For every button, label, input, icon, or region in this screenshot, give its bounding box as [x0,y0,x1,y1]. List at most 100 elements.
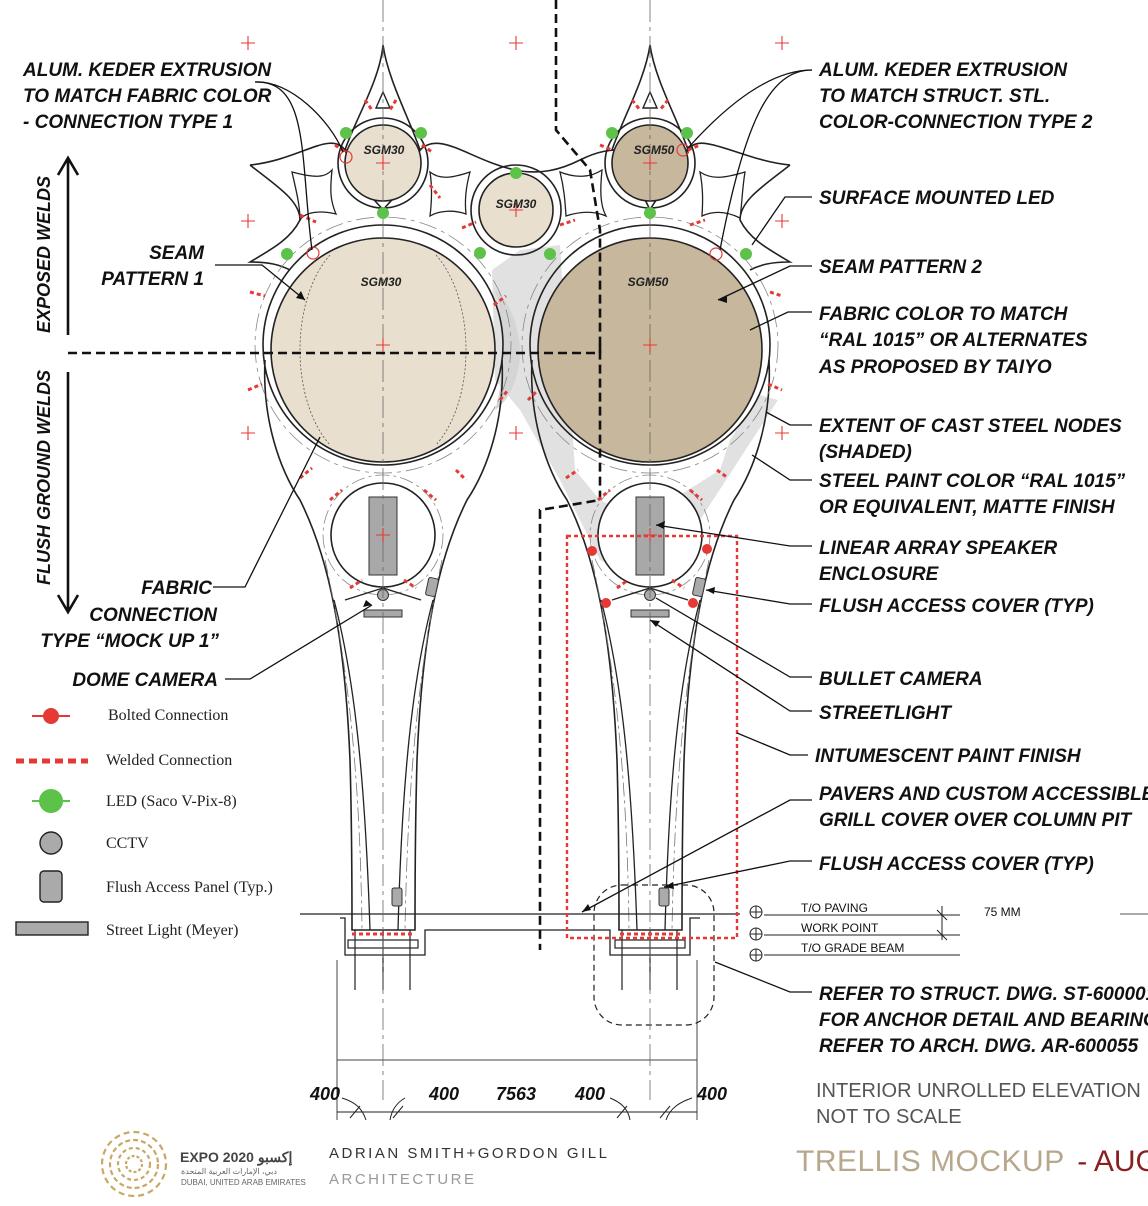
callout-paint-line2: OR EQUIVALENT, MATTE FINISH [819,497,1116,518]
dimension-5: 400 [696,1084,727,1104]
bolted-connections [587,544,712,608]
diamond-opening-left [291,168,338,223]
diamond-opening-mid-right [559,168,608,218]
note-scale: NOT TO SCALE [816,1106,962,1128]
crosshair-marks [241,36,789,542]
expo-sub-arabic: دبي، الإمارات العربية المتحدة [181,1167,277,1176]
column-left-dash-a [324,559,363,931]
arrow-up [56,155,80,335]
legend-led-icon [32,789,70,813]
callout-keder-1-line3: - CONNECTION TYPE 1 [23,112,233,133]
match-line-vertical [538,0,602,950]
access-panel-left-upper [425,577,439,597]
dimension-line [337,1097,697,1121]
callout-dome-camera: DOME CAMERA [72,670,218,691]
keder-markers [306,143,723,261]
legend-panel-icon [39,870,63,903]
callout-refer-line1: REFER TO STRUCT. DWG. ST-6000010 [819,984,1148,1005]
callout-intumescent: INTUMESCENT PAINT FINISH [815,746,1082,767]
expo-sub-english: DUBAI, UNITED ARAB EMIRATES [181,1178,306,1187]
access-panel-right-upper [692,577,706,597]
callout-access-cover-1: FLUSH ACCESS COVER (TYP) [819,596,1094,617]
ring-label-big-left: SGM30 [361,275,402,289]
column-left-dash-b [404,559,443,931]
diamond-opening-right [699,170,746,219]
drawing-title: TRELLIS MOCKUP - AUG [796,1145,1148,1178]
note-elevation: INTERIOR UNROLLED ELEVATION [816,1080,1141,1102]
callout-paint-line1: STEEL PAINT COLOR “RAL 1015” [819,471,1126,492]
callout-cast-nodes-line2: (SHADED) [819,442,912,463]
callout-access-cover-2: FLUSH ACCESS COVER (TYP) [819,854,1094,875]
column-left-inner-b [397,599,434,931]
dimension-4: 400 [574,1084,605,1104]
access-panel-left-lower [391,887,403,907]
callout-seam-2: SEAM PATTERN 2 [819,257,982,278]
callout-keder-1-line2: TO MATCH FABRIC COLOR [23,86,272,107]
ring-label-small-right: SGM50 [634,143,675,157]
callout-fabric-conn-line2: CONNECTION [89,605,218,626]
callouts-left: ALUM. KEDER EXTRUSION TO MATCH FABRIC CO… [22,60,272,691]
diamond-opening-mid-left [429,170,471,218]
callout-fabric-color-line3: AS PROPOSED BY TAIYO [818,357,1052,378]
anchor-detail-zone [593,884,715,1026]
callout-refer-line2: FOR ANCHOR DETAIL AND BEARING L [819,1010,1148,1031]
callout-led: SURFACE MOUNTED LED [819,188,1055,209]
callout-speaker-line2: ENCLOSURE [819,564,940,585]
arrow-down [56,372,80,615]
cast-node-shading-center [495,290,520,410]
level-grade-beam: T/O GRADE BEAM [801,941,904,955]
callout-pavers-line2: GRILL COVER OVER COLUMN PIT [819,810,1133,831]
legend-cctv-label: CCTV [106,835,149,852]
dimension-3: 7563 [496,1084,536,1104]
column-left-inner-a [333,599,371,931]
access-panel-right-lower [658,887,670,907]
level-work-point: WORK POINT [801,921,879,935]
seam-line-left-a [299,254,331,446]
column-right-inner-a [600,599,638,931]
legend-bolted-icon [32,708,70,724]
callout-fabric-color-line1: FABRIC COLOR TO MATCH [819,304,1069,325]
callout-seam-1-line2: PATTERN 1 [101,269,204,290]
label-exposed-welds: EXPOSED WELDS [34,176,54,333]
dimension-2: 400 [428,1084,459,1104]
column-right-dash-a [591,559,630,931]
small-ring-mid-outer [470,164,562,256]
callout-streetlight: STREETLIGHT [819,703,952,724]
legend-streetlight-label: Street Light (Meyer) [106,922,238,939]
firm-discipline: ARCHITECTURE [329,1171,477,1188]
grade-beam [340,917,700,956]
expo-wordmark: EXPO 2020 إكسبو [180,1149,292,1167]
callout-seam-1-line1: SEAM [149,243,205,264]
legend-streetlight-icon [15,921,89,936]
callout-refer-line3: REFER TO ARCH. DWG. AR-600055 [819,1036,1139,1057]
legend-panel-label: Flush Access Panel (Typ.) [106,879,273,896]
callout-bullet-camera: BULLET CAMERA [819,669,983,690]
trellis-structure [68,0,1148,1120]
ring-label-small-left: SGM30 [364,143,405,157]
level-markers [749,905,960,962]
legend-bolted-label: Bolted Connection [108,707,228,724]
expo-logo: EXPO 2020 إكسبو دبي، الإمارات العربية ال… [100,1130,306,1198]
expo-emblem-icon [100,1130,168,1198]
callout-cast-nodes-line1: EXTENT OF CAST STEEL NODES [819,416,1122,437]
callout-keder-1-line1: ALUM. KEDER EXTRUSION [22,60,272,81]
welded-connections [247,99,783,936]
legend-welded-label: Welded Connection [106,752,232,769]
label-flush-ground-welds: FLUSH GROUND WELDS [34,370,54,585]
level-paving: T/O PAVING [801,901,868,915]
legend-cctv-icon [39,831,63,855]
legend: Bolted Connection Welded Connection LED … [15,707,273,939]
callout-fabric-conn-line3: TYPE “MOCK UP 1” [40,631,219,652]
vertical-labels: EXPOSED WELDS FLUSH GROUND WELDS [34,155,80,615]
column-right-inner-b [664,599,701,931]
outer-frame-left-side [247,164,301,271]
callout-keder-2-line1: ALUM. KEDER EXTRUSION [818,60,1068,81]
dimension-1: 400 [309,1084,340,1104]
intumescent-paint-zone [565,534,739,940]
seam-line-left-b [435,254,467,446]
legend-led-label: LED (Saco V-Pix-8) [106,793,237,810]
callout-speaker-line1: LINEAR ARRAY SPEAKER [819,538,1058,559]
firm-name: ADRIAN SMITH+GORDON GILL [329,1145,609,1162]
ring-label-small-mid: SGM30 [496,197,537,211]
